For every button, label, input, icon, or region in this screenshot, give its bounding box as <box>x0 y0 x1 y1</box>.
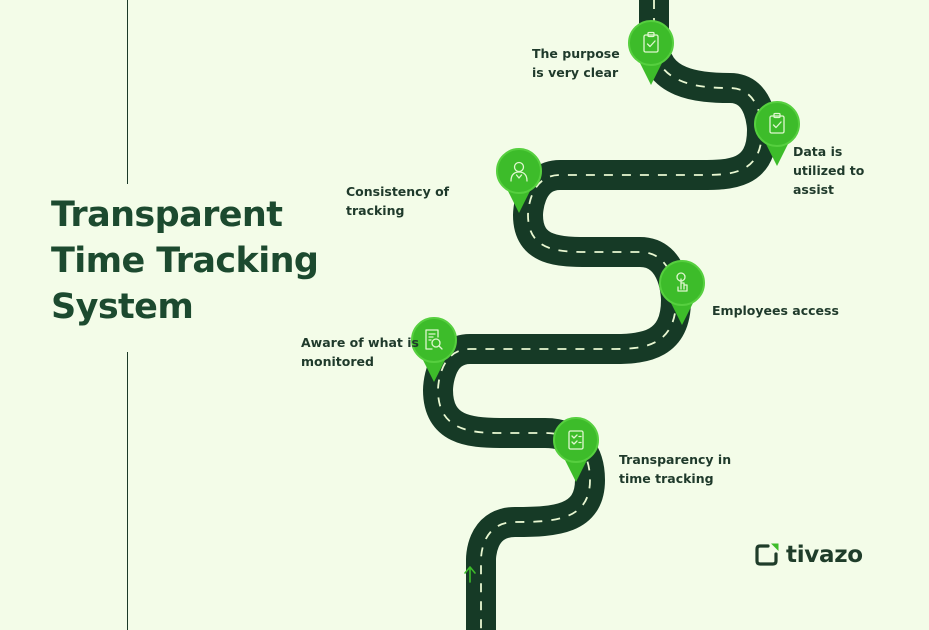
milestone-pin-5 <box>411 317 457 383</box>
clipboard-check-icon <box>643 31 659 53</box>
milestone-label-3: Consistency of tracking <box>346 182 449 220</box>
milestone-label-2: Data is utilized to assist <box>793 142 864 199</box>
milestone-label-1: The purpose is very clear <box>532 44 620 82</box>
brand-logo: tivazo <box>754 540 863 570</box>
milestone-label-4: Employees access <box>712 301 839 320</box>
milestone-label-1-line-1: The purpose <box>532 46 620 61</box>
title-line-2: Time Tracking <box>51 241 319 281</box>
divider-line-top <box>127 0 128 184</box>
milestone-label-6-line-1: Transparency in <box>619 452 732 467</box>
clipboard-check-icon <box>769 112 785 134</box>
milestone-label-3-line-1: Consistency of <box>346 184 450 199</box>
milestone-label-4-line-1: Employees access <box>712 303 839 318</box>
touch-screen-icon <box>676 272 688 292</box>
milestone-pin-3 <box>496 148 542 214</box>
milestone-label-5: Aware of what is monitored <box>301 333 419 371</box>
milestone-label-1-line-2: is very clear <box>532 65 619 80</box>
milestone-label-6: Transparency in time tracking <box>619 450 731 488</box>
tivazo-logo-icon <box>755 543 779 566</box>
milestone-pin-1 <box>628 20 674 86</box>
milestone-label-5-line-2: monitored <box>301 354 374 369</box>
document-search-icon <box>425 329 443 350</box>
milestone-label-2-line-1: Data is <box>793 144 843 159</box>
milestone-pin-6 <box>553 417 599 483</box>
milestone-label-5-line-1: Aware of what is <box>301 335 419 350</box>
milestone-label-3-line-2: tracking <box>346 203 405 218</box>
milestone-label-2-line-3: assist <box>793 182 835 197</box>
title-line-3: System <box>51 287 194 327</box>
milestone-label-6-line-2: time tracking <box>619 471 714 486</box>
page-title: Transparent Time Tracking System <box>51 192 351 330</box>
title-line-1: Transparent <box>51 195 283 235</box>
milestone-pin-2 <box>754 101 800 167</box>
milestone-pin-4 <box>659 260 705 326</box>
checklist-icon <box>568 430 584 450</box>
milestone-label-2-line-2: utilized to <box>793 163 865 178</box>
brand-name: tivazo <box>786 542 863 568</box>
divider-line-bottom <box>127 352 128 630</box>
person-icon <box>510 161 528 182</box>
start-arrow-icon <box>464 566 476 583</box>
